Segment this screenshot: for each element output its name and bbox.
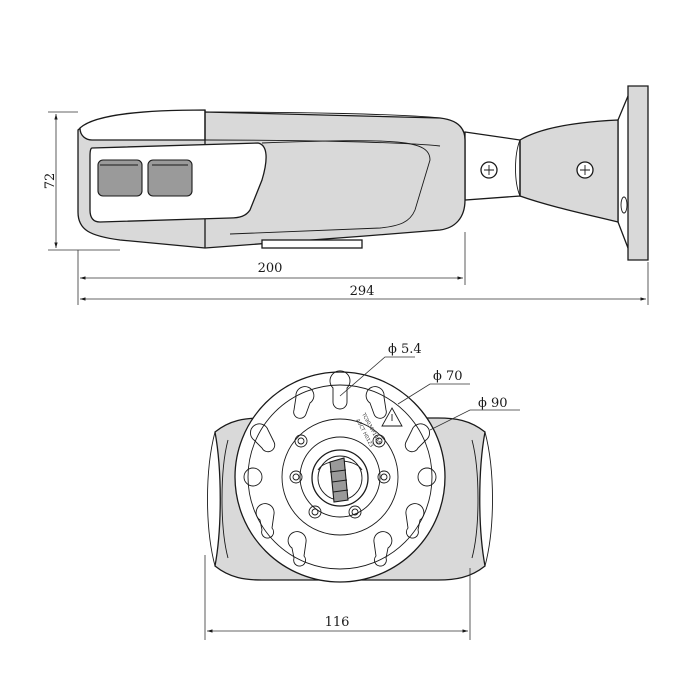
lens-right <box>147 159 193 197</box>
hole-small-label: ϕ 5.4 <box>388 342 422 357</box>
side-view: 72 200 294 <box>43 85 649 305</box>
screw-icon <box>480 161 498 179</box>
base-width-label: 116 <box>325 615 350 630</box>
wall-mount-plate <box>627 85 649 261</box>
cable-entry <box>311 449 369 507</box>
total-length-label: 294 <box>350 284 375 299</box>
lens-left <box>97 159 143 197</box>
sun-shield <box>79 109 206 141</box>
body-length-label: 200 <box>258 261 283 276</box>
hole-large-label: ϕ 90 <box>478 396 508 411</box>
hole-mid-label: ϕ 70 <box>433 369 463 384</box>
base-view: A3CT H0123 TC9030P14AB ϕ 5.4 ϕ 70 ϕ 90 1… <box>204 342 520 640</box>
mount-arm <box>519 119 619 223</box>
screw-icon <box>576 161 594 179</box>
height-label: 72 <box>43 173 58 190</box>
